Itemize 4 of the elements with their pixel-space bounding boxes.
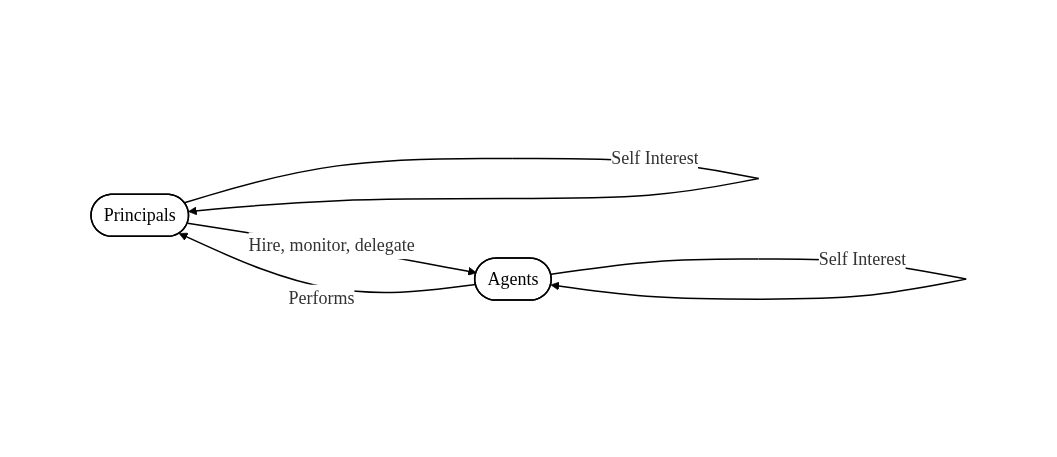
edge-label: Hire, monitor, delegate xyxy=(248,235,415,256)
edge-label: Self Interest xyxy=(610,148,699,169)
edge-label: Performs xyxy=(288,287,355,308)
edge-label: Self Interest xyxy=(818,248,907,269)
